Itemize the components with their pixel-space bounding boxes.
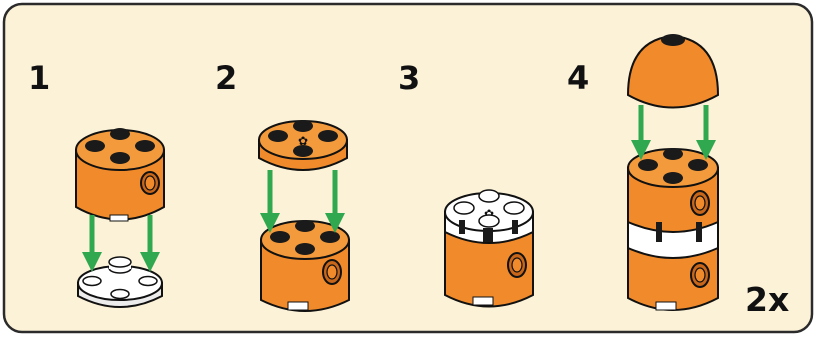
white-round-plate bbox=[77, 256, 163, 308]
orange-round-brick bbox=[75, 128, 165, 222]
step-1-illustration bbox=[75, 128, 165, 308]
step-number: 2 bbox=[215, 59, 238, 97]
svg-text:✿: ✿ bbox=[484, 207, 494, 221]
step-3-illustration: ✿ bbox=[444, 189, 534, 308]
step-number: 4 bbox=[567, 59, 590, 97]
orange-dome bbox=[626, 34, 720, 109]
assembled-column bbox=[627, 148, 719, 311]
step-number: 3 bbox=[398, 59, 421, 97]
step-2-illustration: ✿ bbox=[258, 120, 350, 312]
panel-frame bbox=[2, 2, 814, 334]
orange-round-plate: ✿ bbox=[258, 120, 348, 171]
step-number: 1 bbox=[28, 59, 51, 97]
orange-round-brick bbox=[444, 231, 534, 308]
svg-text:✿: ✿ bbox=[298, 134, 308, 148]
white-round-plate: ✿ bbox=[444, 189, 534, 244]
quantity-multiplier: 2x bbox=[745, 280, 790, 319]
orange-round-brick bbox=[260, 220, 350, 312]
step-4-illustration bbox=[626, 34, 720, 311]
